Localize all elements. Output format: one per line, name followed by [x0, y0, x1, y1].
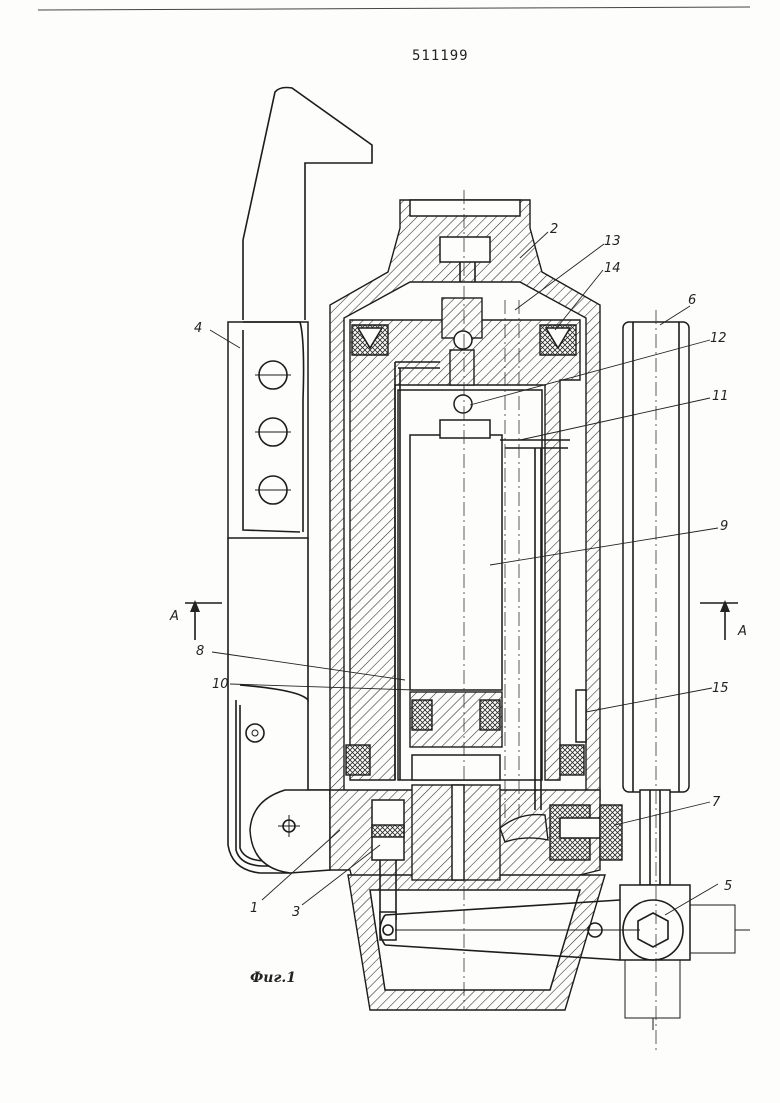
- part-label-10: 10: [212, 677, 229, 692]
- part-label-11: 11: [712, 389, 729, 404]
- part-label-6: 6: [688, 293, 696, 308]
- part-label-9: 9: [720, 519, 728, 534]
- section-mark-right: A: [700, 600, 747, 640]
- part-labels: 4 2 13 14 6 12 11 9 8 10 15 7 5 1 3: [194, 222, 732, 920]
- section-mark-left: A: [169, 600, 222, 640]
- pivot-block: [249, 789, 331, 874]
- part-label-3: 3: [292, 905, 300, 920]
- part-label-15: 15: [712, 681, 729, 696]
- part-label-5: 5: [724, 879, 732, 894]
- part-label-13: 13: [604, 234, 621, 249]
- top-border-line: [37, 6, 751, 11]
- section-label-left: A: [169, 609, 179, 624]
- part-label-14: 14: [604, 261, 621, 276]
- part-label-7: 7: [712, 795, 721, 810]
- pump-handle: [619, 321, 750, 1030]
- inner-cylinder: [345, 297, 587, 881]
- document-number: 511199: [412, 48, 469, 64]
- leader-lines: [209, 231, 719, 916]
- pump-plunger: [371, 799, 405, 941]
- part-label-1: 1: [250, 901, 258, 916]
- part-label-12: 12: [710, 331, 727, 346]
- lever-link: [379, 899, 640, 961]
- part-label-2: 2: [550, 222, 558, 237]
- figure-caption: Фиг.1: [250, 970, 296, 986]
- part-label-4: 4: [194, 321, 202, 336]
- part-label-8: 8: [196, 644, 204, 659]
- release-valve: [499, 804, 623, 861]
- section-label-right: A: [737, 624, 747, 639]
